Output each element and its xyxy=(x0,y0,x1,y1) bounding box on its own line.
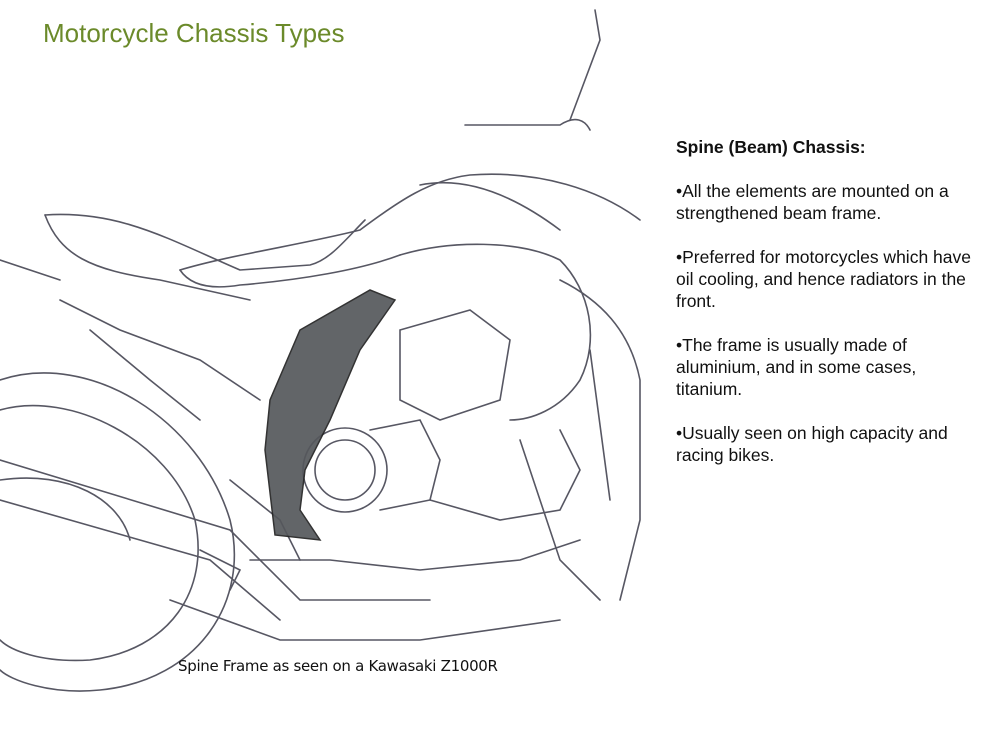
spine-frame-highlight xyxy=(264,289,397,541)
bullet-point: •Preferred for motorcycles which have oi… xyxy=(676,247,971,311)
bullet-point: •All the elements are mounted on a stren… xyxy=(676,181,949,223)
image-caption: Spine Frame as seen on a Kawasaki Z1000R xyxy=(178,657,498,675)
description-panel: Spine (Beam) Chassis: •All the elements … xyxy=(676,136,986,488)
bullet-point: •The frame is usually made of aluminium,… xyxy=(676,335,917,399)
slide-title: Motorcycle Chassis Types xyxy=(43,18,345,48)
bullet-point: •Usually seen on high capacity and racin… xyxy=(676,423,948,465)
panel-heading: Spine (Beam) Chassis: xyxy=(676,137,866,157)
